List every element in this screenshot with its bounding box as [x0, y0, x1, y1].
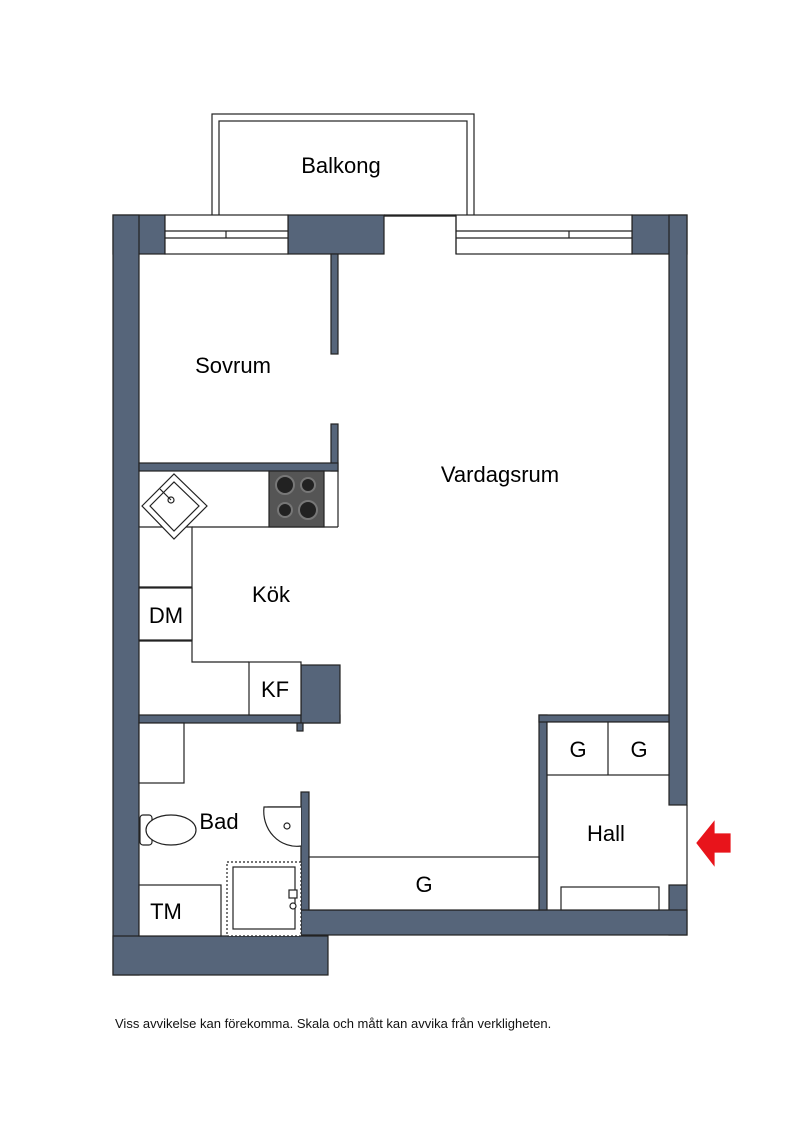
entrance-arrow-icon	[696, 820, 731, 867]
bedroom-label: Sovrum	[195, 353, 271, 378]
wardrobe-label: G	[630, 737, 647, 762]
fridge-box	[248, 661, 302, 716]
balcony-label: Balkong	[301, 153, 381, 178]
toilet-icon	[139, 814, 197, 846]
shower-icon	[226, 861, 302, 937]
balcony	[211, 113, 475, 217]
window-living-room	[455, 214, 633, 255]
balcony-door-opening	[384, 214, 457, 254]
living-room-label: Vardagsrum	[441, 462, 559, 487]
kitchen-sink-icon	[141, 473, 208, 540]
hall-wardrobes	[546, 721, 670, 776]
wardrobe-label: G	[415, 872, 432, 897]
washbasin-icon	[263, 806, 302, 847]
washing-machine-label: TM	[150, 899, 182, 924]
window-bedroom	[164, 214, 289, 255]
exterior-walls	[112, 214, 688, 976]
bathroom-label: Bad	[199, 809, 238, 834]
interior-walls	[138, 253, 670, 911]
washing-machine-box	[138, 884, 222, 937]
dishwasher-box	[138, 587, 193, 641]
kitchen-label: Kök	[252, 582, 291, 607]
long-wardrobe	[308, 856, 540, 911]
hall-label: Hall	[587, 821, 625, 846]
stove-icon	[268, 470, 325, 528]
disclaimer-text: Viss avvikelse kan förekomma. Skala och …	[115, 1016, 552, 1031]
wardrobe-label: G	[569, 737, 586, 762]
bathroom-cabinet	[138, 722, 185, 784]
fridge-label: KF	[261, 677, 289, 702]
dishwasher-label: DM	[149, 603, 183, 628]
hall-bench	[560, 886, 660, 911]
